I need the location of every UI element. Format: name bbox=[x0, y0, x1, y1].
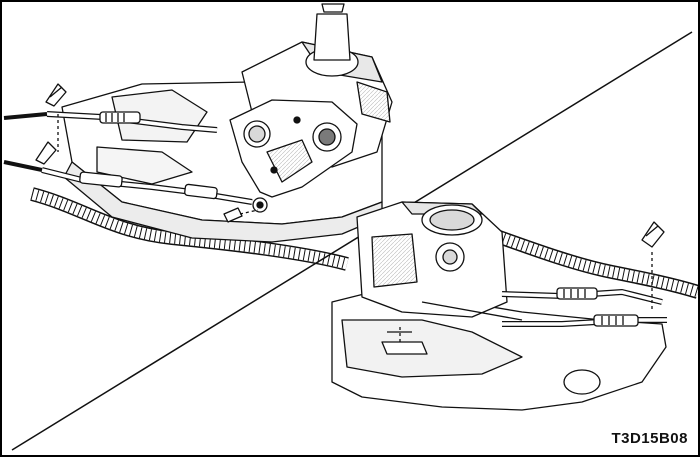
shift-tower-lower bbox=[356, 201, 523, 321]
retaining-clip-upper bbox=[35, 83, 259, 223]
lever-bracket-plate bbox=[229, 99, 358, 198]
shift-cable-upper bbox=[41, 167, 268, 213]
select-cable-upper bbox=[46, 111, 218, 133]
transmission-housing-lower bbox=[331, 291, 667, 411]
shift-cable-lower bbox=[502, 314, 667, 327]
wiring-harness-upper bbox=[30, 187, 349, 271]
lower-right-view bbox=[331, 201, 698, 411]
select-cable-lower bbox=[501, 287, 663, 305]
figure-code-label: T3D15B08 bbox=[611, 430, 688, 447]
view-divider-line bbox=[11, 31, 693, 451]
retaining-clip-lower bbox=[641, 221, 665, 312]
upper-left-view bbox=[3, 3, 393, 271]
